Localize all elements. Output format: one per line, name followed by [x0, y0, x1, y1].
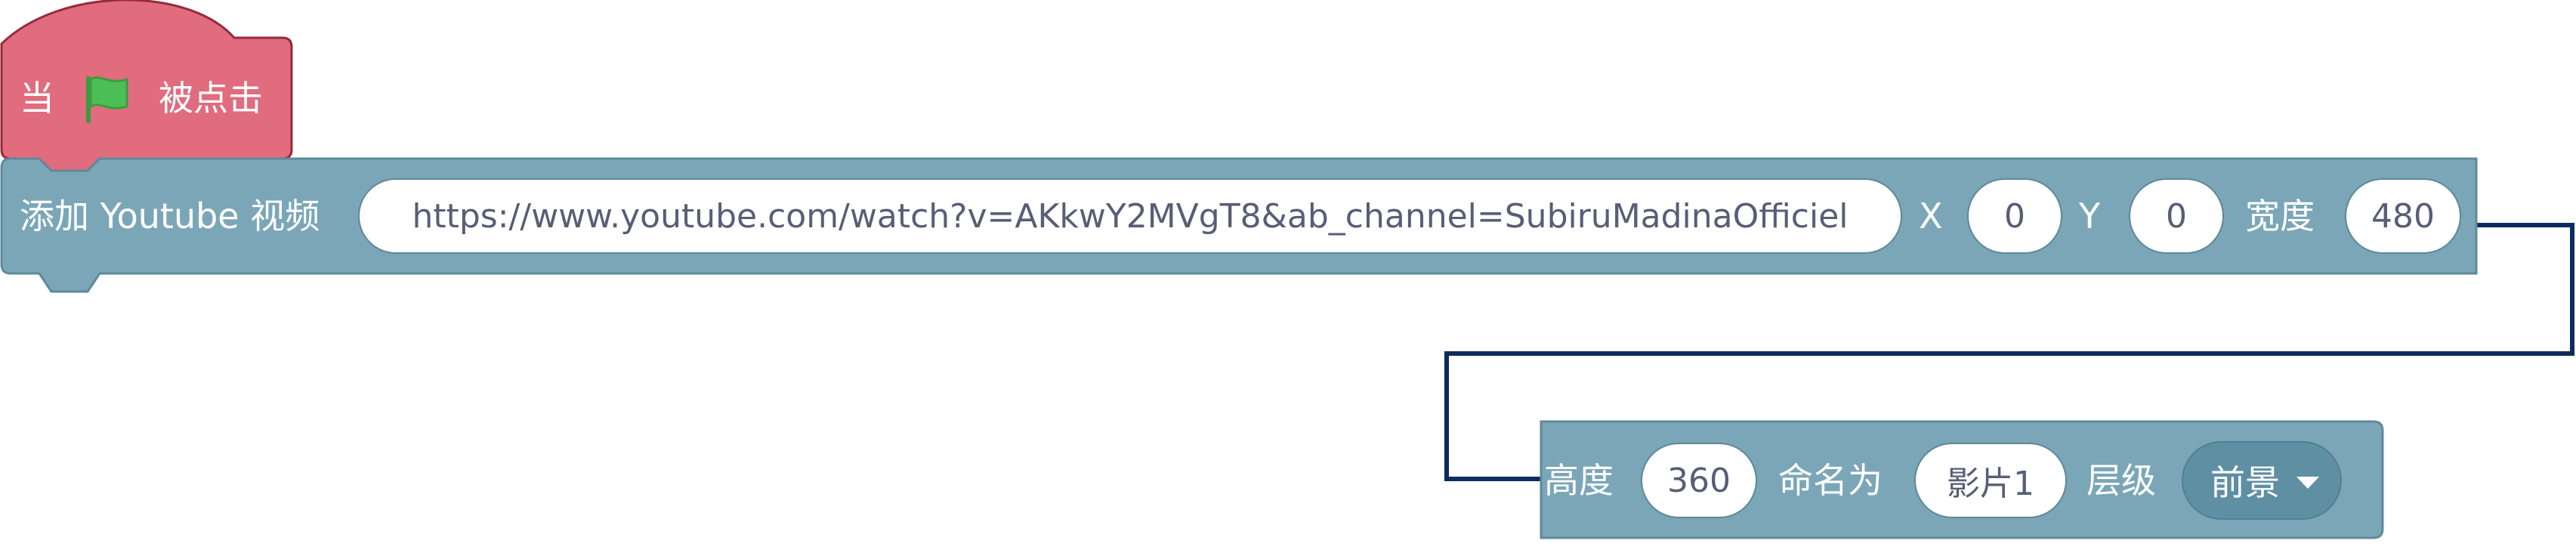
wrap-connector-line	[1444, 223, 2574, 481]
layer-dropdown[interactable]: 前景	[2182, 441, 2342, 520]
youtube-block-label: 添加 Youtube 视频	[20, 196, 320, 236]
youtube-url-input[interactable]: https://www.youtube.com/watch?v=AKkwY2MV…	[358, 178, 1902, 254]
x-input[interactable]: 0	[1967, 178, 2062, 254]
hat-suffix-label: 被点击	[159, 78, 263, 119]
height-label: 高度	[1544, 460, 1614, 501]
hat-block-content[interactable]: 当 被点击	[20, 63, 263, 133]
hat-prefix-label: 当	[20, 78, 54, 119]
layer-dropdown-value: 前景	[2210, 462, 2280, 503]
y-input[interactable]: 0	[2129, 178, 2224, 254]
green-flag-icon	[86, 76, 128, 123]
height-input[interactable]: 360	[1641, 443, 1757, 518]
y-label: Y	[2079, 196, 2101, 236]
width-input[interactable]: 480	[2345, 178, 2461, 254]
name-input[interactable]: 影片1	[1914, 443, 2067, 518]
chevron-down-icon	[2296, 477, 2319, 489]
layer-label: 层级	[2086, 460, 2156, 501]
name-label: 命名为	[1778, 460, 1883, 501]
x-label: X	[1919, 196, 1943, 236]
width-label: 宽度	[2245, 196, 2315, 236]
youtube-block-content[interactable]: 添加 Youtube 视频	[20, 178, 320, 254]
